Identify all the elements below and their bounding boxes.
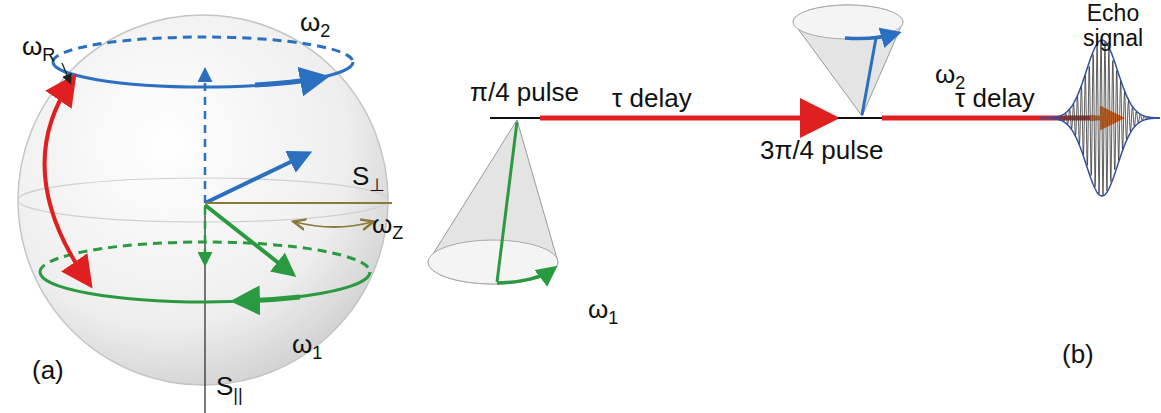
frequency-label: ωR: [22, 32, 55, 61]
echo-waveform: [1040, 118, 1160, 196]
axis-label: S||: [216, 372, 243, 401]
axis-label: S⊥: [352, 162, 385, 191]
frequency-label: ω1: [588, 295, 618, 324]
delay-label: τ delay: [612, 84, 692, 113]
echo-label: Echo signal: [1068, 1, 1158, 52]
panel-label: (b): [1062, 340, 1094, 369]
echo-waveform: [1040, 40, 1160, 196]
echo-waveform: [1040, 40, 1160, 118]
delay-label: τ delay: [955, 84, 1035, 113]
panel-label: (a): [32, 356, 64, 385]
frequency-label: ω1: [292, 330, 322, 359]
pulse-label: π/4 pulse: [470, 78, 579, 107]
frequency-label: ω2: [935, 60, 965, 89]
frequency-label: ωZ: [372, 210, 403, 239]
pulse-label: 3π/4 pulse: [760, 136, 883, 165]
frequency-label: ω2: [300, 8, 330, 37]
